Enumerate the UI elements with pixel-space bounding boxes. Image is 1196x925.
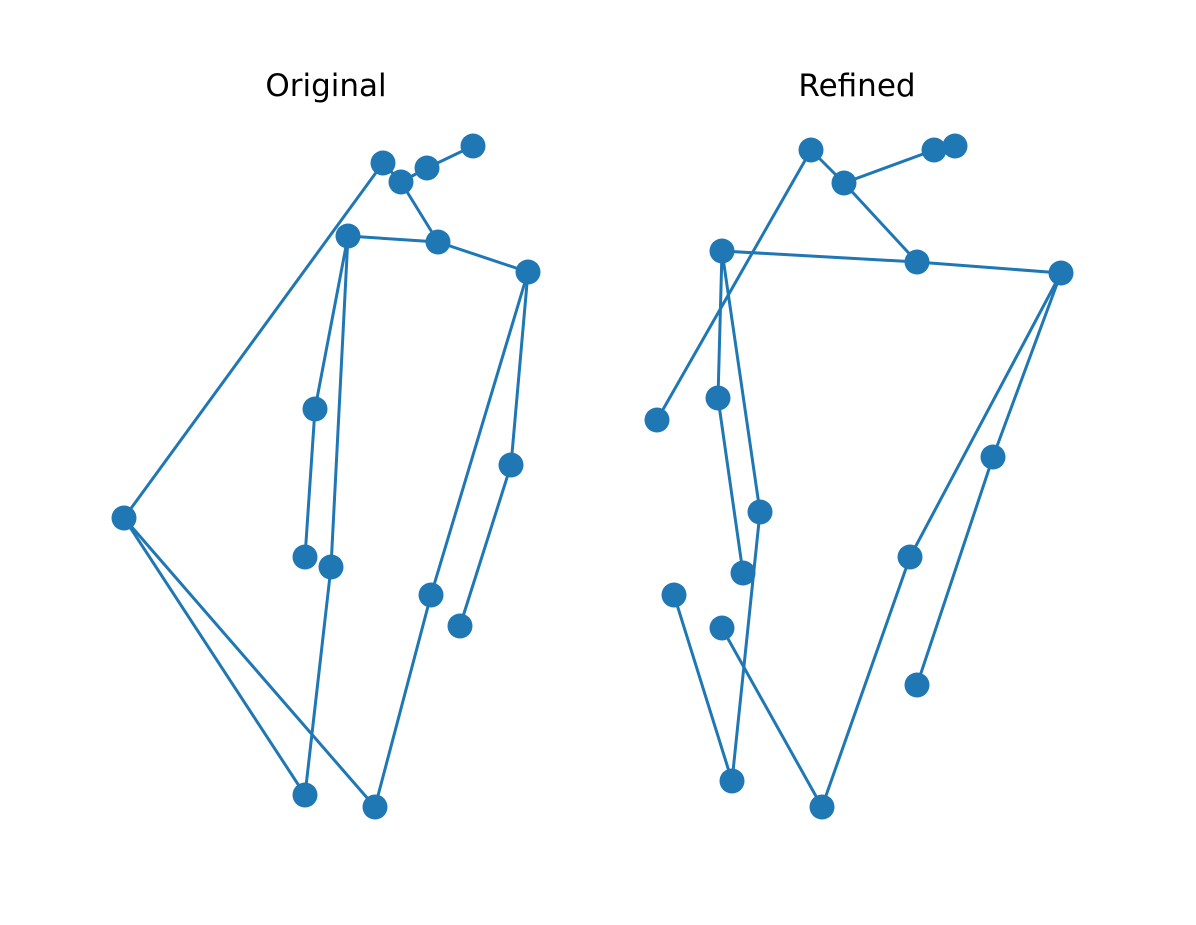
edge-original-15 bbox=[429, 270, 530, 597]
point-refined-8 bbox=[705, 385, 731, 411]
edge-original-7 bbox=[122, 516, 307, 797]
point-original-11 bbox=[318, 554, 344, 580]
point-original-5 bbox=[425, 229, 451, 255]
point-refined-13 bbox=[661, 582, 687, 608]
edge-original-14 bbox=[458, 463, 513, 628]
point-refined-9 bbox=[980, 444, 1006, 470]
point-original-10 bbox=[292, 544, 318, 570]
point-refined-4 bbox=[709, 238, 735, 264]
point-original-0 bbox=[370, 150, 396, 176]
point-original-2 bbox=[414, 155, 440, 181]
edge-refined-8 bbox=[716, 396, 745, 575]
edge-refined-5 bbox=[915, 260, 1063, 275]
panel-refined: Refined bbox=[644, 68, 1074, 820]
point-refined-14 bbox=[709, 615, 735, 641]
edge-original-6 bbox=[122, 161, 385, 520]
point-original-7 bbox=[302, 396, 328, 422]
point-refined-16 bbox=[719, 768, 745, 794]
points-original bbox=[111, 133, 541, 820]
panel-original: Original bbox=[111, 68, 541, 820]
edge-original-11 bbox=[329, 234, 350, 569]
point-original-3 bbox=[460, 133, 486, 159]
edge-refined-3 bbox=[842, 181, 919, 264]
edge-refined-16 bbox=[915, 455, 995, 687]
edge-refined-6 bbox=[655, 148, 813, 422]
edge-refined-14 bbox=[820, 555, 912, 809]
point-refined-3 bbox=[942, 133, 968, 159]
point-original-14 bbox=[292, 782, 318, 808]
edge-refined-1 bbox=[842, 148, 936, 185]
edge-original-5 bbox=[436, 240, 530, 274]
edge-original-12 bbox=[303, 565, 333, 797]
edge-original-16 bbox=[373, 593, 433, 809]
edge-refined-12 bbox=[720, 626, 824, 809]
point-original-12 bbox=[418, 582, 444, 608]
point-refined-17 bbox=[809, 794, 835, 820]
point-refined-2 bbox=[921, 137, 947, 163]
point-refined-0 bbox=[798, 137, 824, 163]
edge-original-9 bbox=[313, 234, 350, 411]
panel-title-original: Original bbox=[265, 68, 386, 104]
point-refined-5 bbox=[904, 249, 930, 275]
edge-refined-7 bbox=[716, 249, 724, 400]
point-refined-1 bbox=[831, 170, 857, 196]
point-refined-12 bbox=[730, 560, 756, 586]
point-original-1 bbox=[388, 169, 414, 195]
point-refined-7 bbox=[644, 407, 670, 433]
edge-original-13 bbox=[509, 270, 530, 467]
edge-refined-10 bbox=[730, 510, 762, 783]
point-original-6 bbox=[515, 259, 541, 285]
point-original-4 bbox=[335, 223, 361, 249]
edge-original-10 bbox=[303, 407, 317, 559]
point-original-8 bbox=[498, 452, 524, 478]
edge-refined-11 bbox=[672, 593, 734, 783]
edge-refined-15 bbox=[991, 271, 1063, 459]
edge-refined-4 bbox=[720, 249, 919, 264]
edge-refined-9 bbox=[720, 249, 762, 514]
point-refined-15 bbox=[904, 672, 930, 698]
point-refined-6 bbox=[1048, 260, 1074, 286]
point-original-13 bbox=[447, 613, 473, 639]
point-refined-10 bbox=[747, 499, 773, 525]
edge-original-4 bbox=[346, 234, 440, 244]
point-original-9 bbox=[111, 505, 137, 531]
edge-refined-13 bbox=[908, 271, 1063, 559]
panel-title-refined: Refined bbox=[798, 68, 915, 104]
edge-original-8 bbox=[122, 516, 377, 809]
point-original-15 bbox=[362, 794, 388, 820]
points-refined bbox=[644, 133, 1074, 820]
point-refined-11 bbox=[897, 544, 923, 570]
